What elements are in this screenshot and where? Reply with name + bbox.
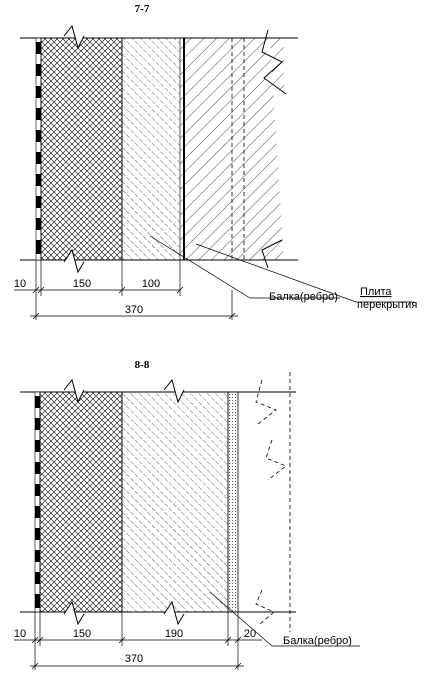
dim-10: 10	[14, 628, 26, 640]
slab-leader	[195, 243, 414, 303]
break-mark-right-top	[255, 379, 277, 425]
insulation-layer	[40, 37, 123, 261]
break-mark-bottom	[63, 600, 85, 626]
insulation-layer	[39, 391, 123, 613]
dimension-lines	[14, 260, 238, 320]
beam-layer	[121, 37, 181, 261]
dim-370: 370	[125, 304, 143, 316]
beam-label: Балка(ребро)	[269, 291, 338, 303]
dim-100: 100	[142, 278, 160, 290]
dim-370: 370	[125, 653, 143, 665]
break-mask-right	[262, 38, 286, 260]
section-title: 8-8	[135, 359, 150, 371]
dim-10: 10	[14, 278, 26, 290]
dim-20: 20	[244, 628, 256, 640]
break-mark-right-bottom	[255, 589, 275, 625]
break-mark-bottom-2	[163, 600, 185, 626]
slab-layer	[180, 38, 284, 260]
break-mark-right-bottom	[261, 239, 283, 269]
section-title: 7-7	[135, 3, 150, 15]
finish-strip-dashes	[36, 42, 41, 254]
dimension-lines	[14, 612, 262, 670]
dim-190: 190	[165, 628, 183, 640]
section-8-8: 8-8	[14, 359, 360, 670]
dim-150: 150	[73, 278, 91, 290]
plaster-layer	[227, 391, 239, 613]
dim-150: 150	[73, 628, 91, 640]
beam-leader	[209, 591, 360, 647]
finish-strip-dashes	[35, 396, 40, 608]
beam-leader	[149, 235, 340, 299]
break-mark-top	[63, 378, 85, 404]
beam-label: Балка(ребро)	[283, 635, 352, 647]
break-mark-right	[261, 29, 287, 95]
slab-label-line2: перекрытия	[357, 299, 417, 311]
beam-layer	[121, 391, 229, 613]
break-mark-top-2	[163, 378, 185, 404]
break-mark-right-mid	[265, 439, 287, 481]
break-mark-bottom	[63, 248, 85, 274]
slab-label-line1: Плита	[360, 286, 392, 298]
break-mark-top	[63, 24, 85, 50]
section-7-7: 7-7	[14, 3, 417, 320]
